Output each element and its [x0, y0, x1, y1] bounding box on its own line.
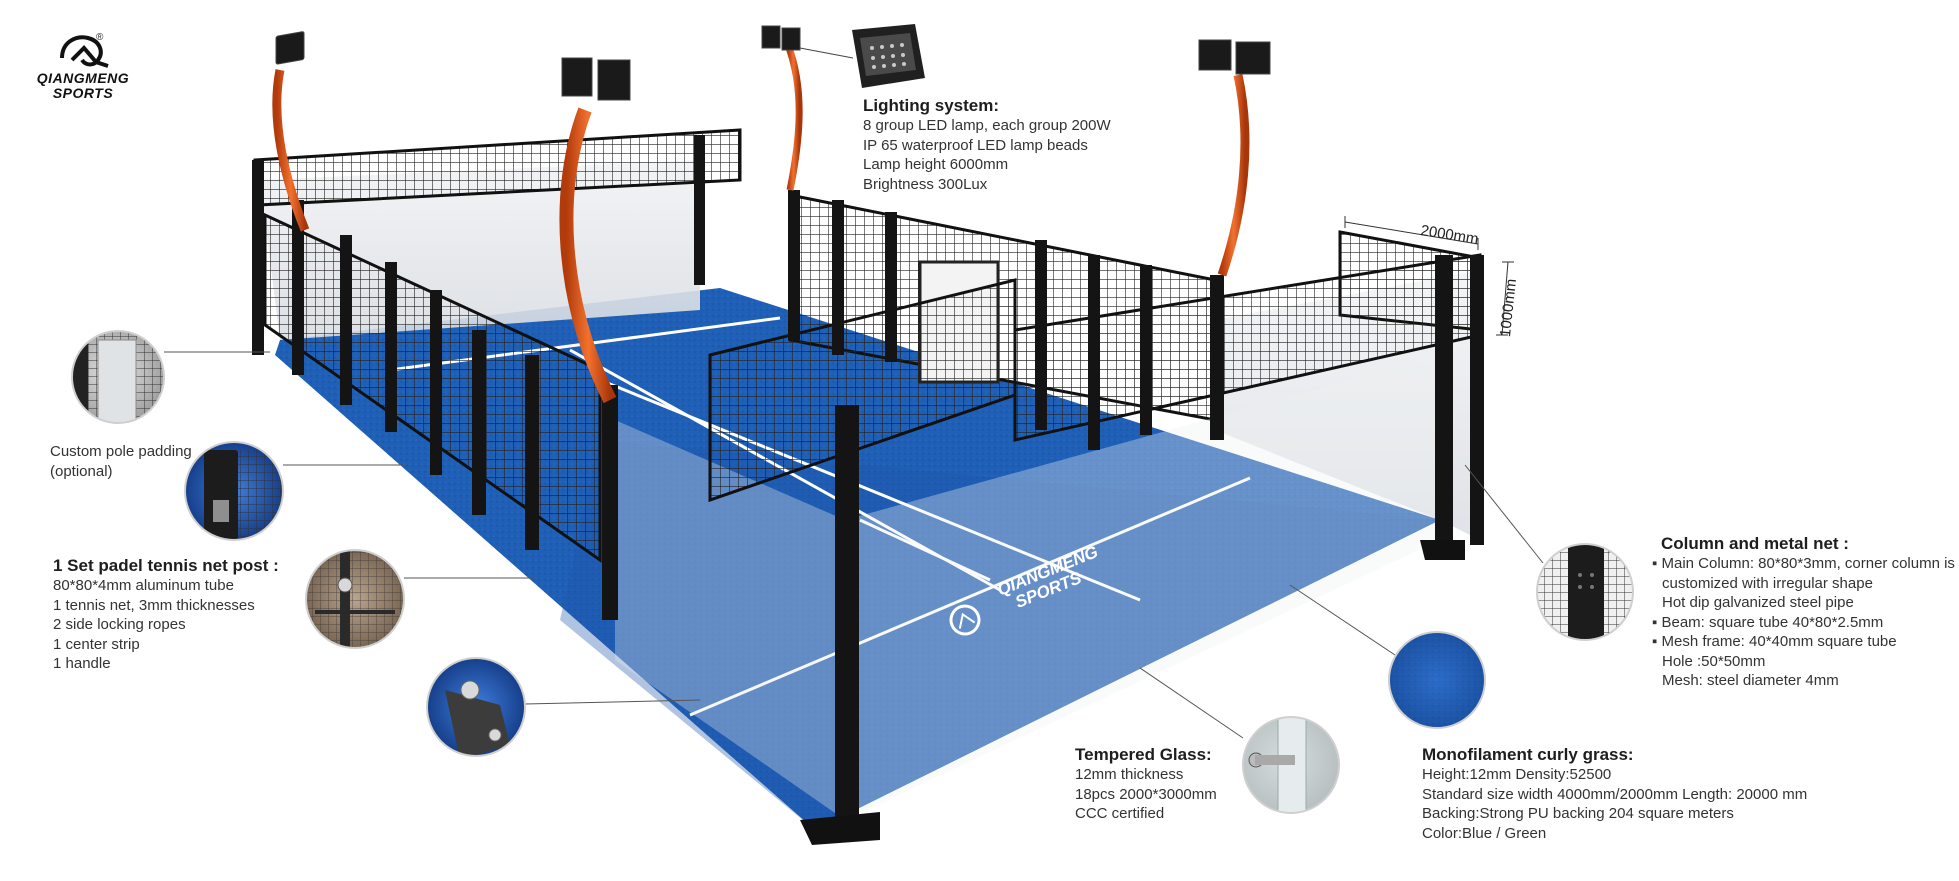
column-spec: Column and metal net : ▪ Main Column: 80…	[1652, 534, 1955, 691]
brand-logo-line1: QIANGMENG	[36, 70, 130, 86]
lighting-line: Brightness 300Lux	[863, 175, 988, 193]
front-glass-wall	[845, 355, 1440, 820]
lamp-heads	[275, 25, 1271, 101]
lighting-line: IP 65 waterproof LED lamp beads	[863, 136, 1088, 154]
lighting-title: Lighting system:	[863, 96, 1000, 115]
net-post-line: 1 tennis net, 3mm thicknesses	[53, 596, 255, 614]
pole-padding-line: Custom pole padding	[50, 443, 192, 460]
detail-bubble-glass	[1242, 716, 1340, 814]
light-pole-3	[784, 43, 803, 191]
frame-posts	[252, 135, 1484, 825]
glass-line: CCC certified	[1075, 805, 1165, 822]
detail-bubble-base-bracket	[426, 657, 526, 757]
brand-logo: QIANGMENG SPORTS	[24, 71, 142, 101]
grass-line: Standard size width 4000mm/2000mm Length…	[1422, 785, 1808, 803]
net-post-line: 1 center strip	[53, 635, 140, 653]
grass-title: Monofilament curly grass:	[1422, 745, 1634, 764]
column-title: Column and metal net :	[1661, 534, 1849, 553]
glass-title: Tempered Glass:	[1075, 745, 1212, 764]
detail-bubble-column	[1536, 543, 1634, 641]
pole-padding-caption: Custom pole padding (optional)	[50, 442, 192, 481]
detail-bubble-grass	[1388, 631, 1486, 729]
net-post-line: 80*80*4mm aluminum tube	[53, 577, 234, 594]
court-logo	[949, 604, 981, 636]
glass-line: 12mm thickness	[1075, 766, 1184, 783]
net-post-spec: 1 Set padel tennis net post : 80*80*4mm …	[53, 556, 279, 674]
lighting-line: 8 group LED lamp, each group 200W	[863, 117, 1111, 134]
column-line: Hole :50*50mm	[1662, 652, 1766, 670]
leader-lines	[164, 351, 1544, 739]
registered-mark: ®	[96, 32, 104, 43]
lighting-line: Lamp height 6000mm	[863, 156, 1009, 173]
glass-line: 18pcs 2000*3000mm	[1075, 785, 1217, 803]
dimension-lines	[1344, 216, 1514, 336]
light-pole-2	[559, 107, 617, 404]
net-post-title: 1 Set padel tennis net post :	[53, 556, 279, 575]
column-line: ▪ Main Column: 80*80*3mm, corner column …	[1652, 555, 1955, 572]
led-lamp-icon	[852, 24, 925, 88]
detail-bubble-pole-padding	[71, 330, 165, 424]
grass-spec: Monofilament curly grass: Height:12mm De…	[1422, 745, 1807, 843]
column-line: Hot dip galvanized steel pipe	[1662, 594, 1854, 611]
detail-bubble-post-bolt	[305, 549, 405, 649]
grass-line: Backing:Strong PU backing 204 square met…	[1422, 805, 1734, 822]
lighting-spec: Lighting system: 8 group LED lamp, each …	[863, 96, 1111, 194]
light-pole-1	[272, 69, 310, 232]
column-line: Mesh: steel diameter 4mm	[1662, 672, 1839, 689]
net-post-line: 1 handle	[53, 655, 111, 672]
detail-bubble-net-post	[184, 441, 284, 541]
column-line: ▪ Beam: square tube 40*80*2.5mm	[1652, 613, 1884, 631]
grass-line: Color:Blue / Green	[1422, 824, 1547, 842]
grass-line: Height:12mm Density:52500	[1422, 766, 1612, 783]
pole-padding-line: (optional)	[50, 462, 113, 480]
column-line: ▪ Mesh frame: 40*40mm square tube	[1652, 633, 1897, 650]
light-pole-4	[1217, 74, 1250, 277]
glass-spec: Tempered Glass: 12mm thickness 18pcs 200…	[1075, 745, 1217, 824]
brand-logo-line2: SPORTS	[52, 85, 114, 101]
net-post-line: 2 side locking ropes	[53, 616, 186, 633]
column-line: customized with irregular shape	[1662, 574, 1873, 592]
logo-mark-icon	[60, 35, 109, 68]
